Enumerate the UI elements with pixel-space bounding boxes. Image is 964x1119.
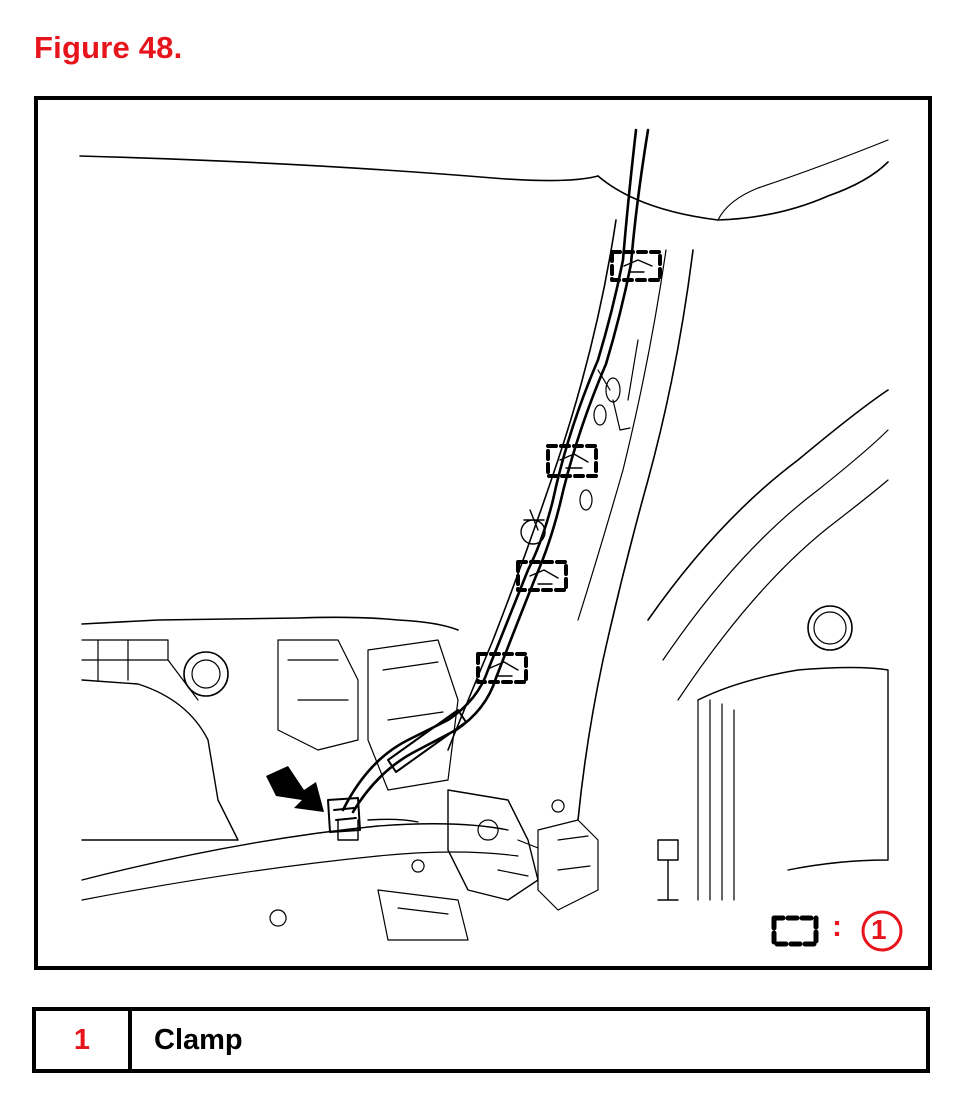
seat-hole-outer — [183, 651, 229, 697]
seat-cushion-shape — [81, 679, 239, 841]
wire-harness-second — [351, 128, 650, 814]
door-grommet-inner — [813, 611, 847, 645]
pointer-arrow-icon — [266, 766, 324, 812]
wire-sleeve — [387, 709, 467, 773]
clamp-marker-details — [489, 259, 653, 677]
legend-table: 1 Clamp — [32, 1007, 930, 1073]
illustration-frame: : 1 — [34, 96, 932, 970]
pillar-right-edge — [577, 249, 694, 821]
door-opening-inner — [662, 429, 889, 661]
pillar-inner-edge — [577, 249, 667, 621]
pillar-trim-detail — [597, 339, 639, 431]
pillar-hole-2 — [593, 404, 607, 426]
retractor-body — [447, 789, 539, 901]
callout-circle-icon — [861, 910, 903, 952]
wire-harness-main — [341, 128, 638, 812]
door-grommet-outer — [807, 605, 853, 651]
pillar-hole-1 — [605, 377, 621, 403]
roof-pillar-top — [597, 161, 889, 221]
clamp-dashed-box-icon — [771, 915, 819, 947]
door-lower-sill — [697, 666, 889, 871]
seat-hole-inner — [191, 659, 221, 689]
seat-back-top — [81, 616, 459, 631]
clamp-marker-4 — [476, 652, 528, 684]
door-latch — [657, 839, 679, 901]
clamp-marker-1 — [610, 250, 662, 282]
roof-inner-line — [717, 139, 889, 221]
console-block — [367, 639, 459, 791]
mechanism-bracket — [377, 889, 469, 941]
seat-back-detail — [81, 639, 199, 701]
legend-label-cell: Clamp — [154, 1023, 243, 1056]
callout-separator: : — [832, 910, 842, 943]
callout-number: 1 — [871, 914, 887, 945]
door-opening-frame — [647, 389, 889, 621]
pillar-hole-3 — [579, 489, 593, 511]
clamp-markers — [476, 250, 662, 684]
wire-connector — [327, 797, 361, 833]
seat-frame-block — [277, 639, 359, 751]
mechanism-bolts — [269, 799, 565, 927]
clamp-marker-2 — [546, 444, 598, 478]
figure-title: Figure 48. — [34, 30, 183, 65]
clamp-marker-3 — [516, 560, 568, 592]
retractor-gear — [477, 819, 539, 877]
floor-panel-lower — [81, 851, 519, 901]
legend-number-cell: 1 — [36, 1011, 132, 1069]
door-seal-lines — [697, 699, 735, 901]
roof-edge-line — [79, 155, 599, 182]
pillar-left-edge — [447, 219, 617, 751]
floor-panel — [81, 823, 509, 881]
pillar-bolt — [520, 509, 546, 545]
vehicle-interior-illustration — [79, 128, 903, 952]
mechanism-parts — [537, 819, 599, 911]
door-opening-inner-2 — [677, 479, 889, 701]
